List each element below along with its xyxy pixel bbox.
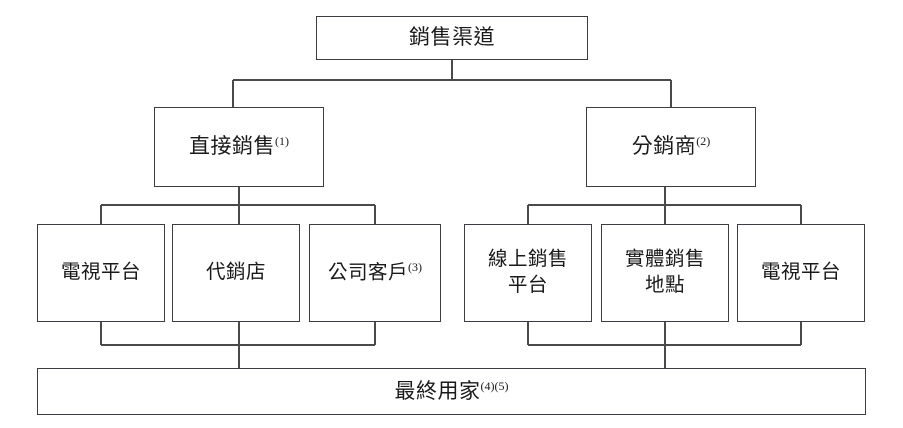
node-physical-sales-locations[interactable]: 實體銷售 地點 xyxy=(601,224,729,322)
node-consignment-store[interactable]: 代銷店 xyxy=(172,224,300,322)
node-corporate-customers[interactable]: 公司客戶(3) xyxy=(309,224,441,322)
node-distributors[interactable]: 分銷商(2) xyxy=(586,107,756,187)
node-corporate-customers-footnote: (3) xyxy=(408,259,422,274)
node-tv-platform-distributor[interactable]: 電視平台 xyxy=(737,224,865,322)
node-online-sales-platform-label: 線上銷售 平台 xyxy=(487,249,568,296)
node-tv-platform-distributor-label: 電視平台 xyxy=(760,262,841,284)
node-sales-channels[interactable]: 銷售渠道 xyxy=(316,16,588,60)
node-corporate-customers-text: 公司客戶 xyxy=(327,262,408,284)
node-direct-sales[interactable]: 直接銷售(1) xyxy=(154,107,324,187)
node-tv-platform-direct-label: 電視平台 xyxy=(60,262,141,284)
node-direct-sales-label: 直接銷售(1) xyxy=(185,133,293,161)
node-online-sales-platform[interactable]: 線上銷售 平台 xyxy=(464,224,592,322)
node-end-users[interactable]: 最終用家(4)(5) xyxy=(37,368,866,415)
node-end-users-text: 最終用家 xyxy=(394,378,481,403)
node-end-users-footnote: (4)(5) xyxy=(480,378,509,393)
node-consignment-store-label: 代銷店 xyxy=(205,262,266,284)
node-sales-channels-label: 銷售渠道 xyxy=(409,25,495,50)
node-distributors-label: 分銷商(2) xyxy=(628,133,715,161)
node-end-users-label: 最終用家(4)(5) xyxy=(391,378,513,406)
node-corporate-customers-label: 公司客戶(3) xyxy=(324,260,426,286)
node-distributors-footnote: (2) xyxy=(696,134,711,149)
node-physical-sales-locations-label: 實體銷售 地點 xyxy=(624,249,705,296)
node-distributors-text: 分銷商 xyxy=(631,134,697,159)
node-direct-sales-text: 直接銷售 xyxy=(189,134,275,159)
node-tv-platform-direct[interactable]: 電視平台 xyxy=(37,224,165,322)
node-direct-sales-footnote: (1) xyxy=(275,134,289,149)
